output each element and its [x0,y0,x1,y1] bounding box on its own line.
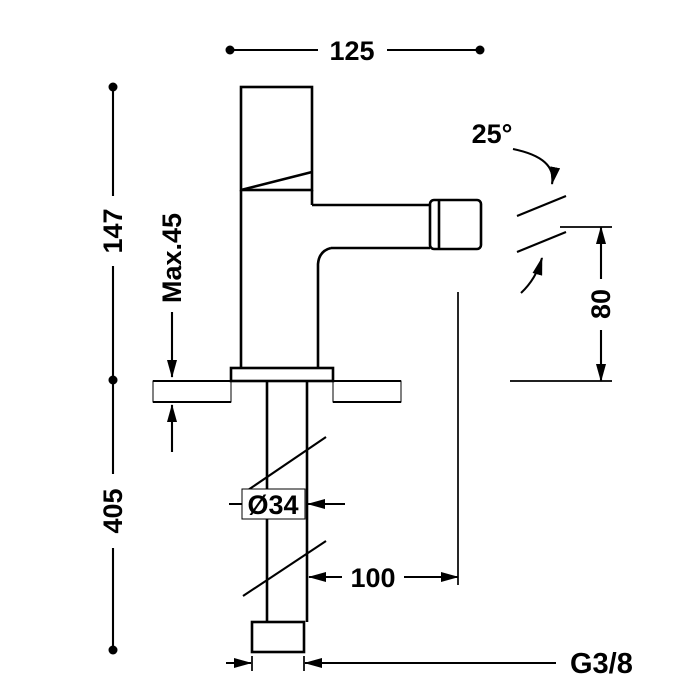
dim-label-147: 147 [98,208,128,253]
rotation-arrow-upper [512,147,561,185]
dim-base-diameter: Ø34 [229,488,345,520]
dim-label-80: 80 [586,289,616,319]
dim-max-deck-thickness: Max.45 [157,213,187,452]
dim-heights-left: 147 405 [98,82,128,655]
dim-label-thread: G3/8 [570,648,633,680]
dim-label-25deg: 25° [472,119,513,149]
label-backdrop [241,488,306,520]
spray-direction-line [516,231,567,253]
dim-label-max45: Max.45 [157,213,187,303]
dim-outlet-distance: 100 [308,292,459,593]
dim-outlet-height: 80 [510,226,616,382]
dim-thread: G3/8 [226,648,633,680]
dim-label-125: 125 [329,36,374,66]
mounting-deck [152,379,402,404]
connection-nut [250,620,306,654]
faucet-body [229,85,483,383]
dim-label-100: 100 [350,563,395,593]
spout-to-column-curve [316,246,332,368]
spray-direction-line [516,195,567,217]
dim-spout-projection: 125 [225,36,485,66]
handle-lever-joint [240,170,313,192]
faucet-handle [239,85,314,192]
spray-angle-annotation: 25° [472,119,567,294]
rotation-arrow-lower [520,257,544,294]
pipe-break-mark [247,436,327,491]
pipe-break-mark [242,540,327,597]
deck-hatch-right [332,380,402,403]
base-flange [229,366,335,383]
dim-label-diameter: Ø34 [247,490,298,520]
deck-hatch-left [152,380,232,403]
aerator-tip [428,198,483,251]
dim-label-405: 405 [98,488,128,533]
